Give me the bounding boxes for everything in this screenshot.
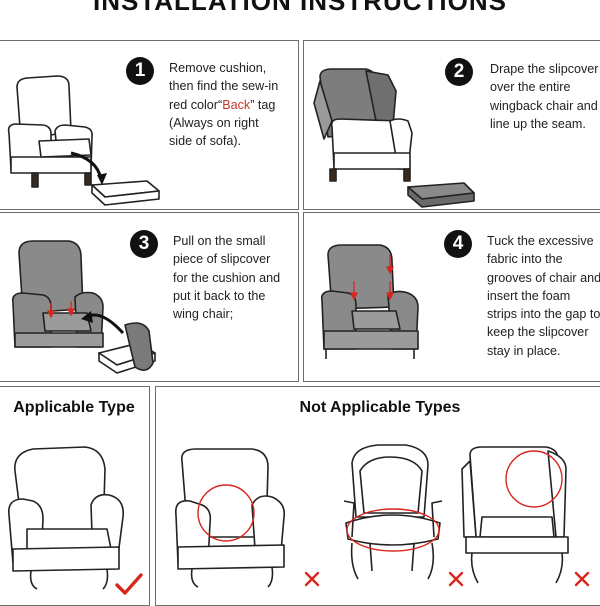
cross-mark-icon	[448, 571, 464, 587]
louis-armchair-illustration	[343, 444, 443, 546]
wingback-chair-illustration	[7, 446, 143, 595]
step-3-panel: 3 Pull on the small piece of slipcover f…	[0, 212, 299, 382]
page-title: INSTALLATION INSTRUCTIONS	[92, 0, 507, 16]
step-1-badge: 1	[126, 57, 154, 85]
step-3-text: Pull on the small piece of slipcover for…	[173, 234, 281, 322]
step-1-text-before: Remove cushion, then find the sew-in red…	[169, 61, 279, 112]
step-2-badge: 2	[445, 58, 473, 86]
check-mark-icon	[115, 573, 143, 595]
step-4-badge: 4	[444, 230, 472, 258]
back-tag-label: Back	[222, 97, 251, 112]
step-4-panel: 4 Tuck the excessive fabric into the gro…	[303, 212, 600, 382]
step-1-text-after: ” tag (Always on right side of sofa).	[169, 97, 276, 149]
cross-mark-icon	[304, 571, 320, 587]
chair-pull-cushion-cover-illustration	[11, 240, 156, 374]
step-4-text: Tuck the excessive fabric into the groov…	[487, 234, 600, 358]
chair-remove-cushion-illustration	[7, 75, 160, 206]
not-applicable-chairs-illustration	[174, 444, 590, 588]
step-3-badge: 3	[130, 230, 158, 258]
applicable-type-panel: Applicable Type	[0, 386, 150, 606]
rolled-arm-chair-illustration	[174, 448, 286, 570]
not-applicable-types-panel: Not Applicable Types	[155, 386, 600, 606]
step-2-text: Drape the slipcover over the entire wing…	[490, 62, 599, 131]
step-1-text: Remove cushion, then find the sew-in red…	[169, 59, 278, 150]
cross-mark-icon	[574, 571, 590, 587]
chair-tuck-fabric-illustration	[320, 244, 419, 359]
step-2-panel: 2 Drape the slipcover over the entire wi…	[303, 40, 600, 210]
applicable-type-title: Applicable Type	[13, 399, 135, 416]
not-applicable-types-title: Not Applicable Types	[299, 399, 461, 416]
chair-drape-slipcover-illustration	[313, 68, 475, 208]
step-1-panel: 1 Remove cushion, then find the sew-in r…	[0, 40, 299, 210]
